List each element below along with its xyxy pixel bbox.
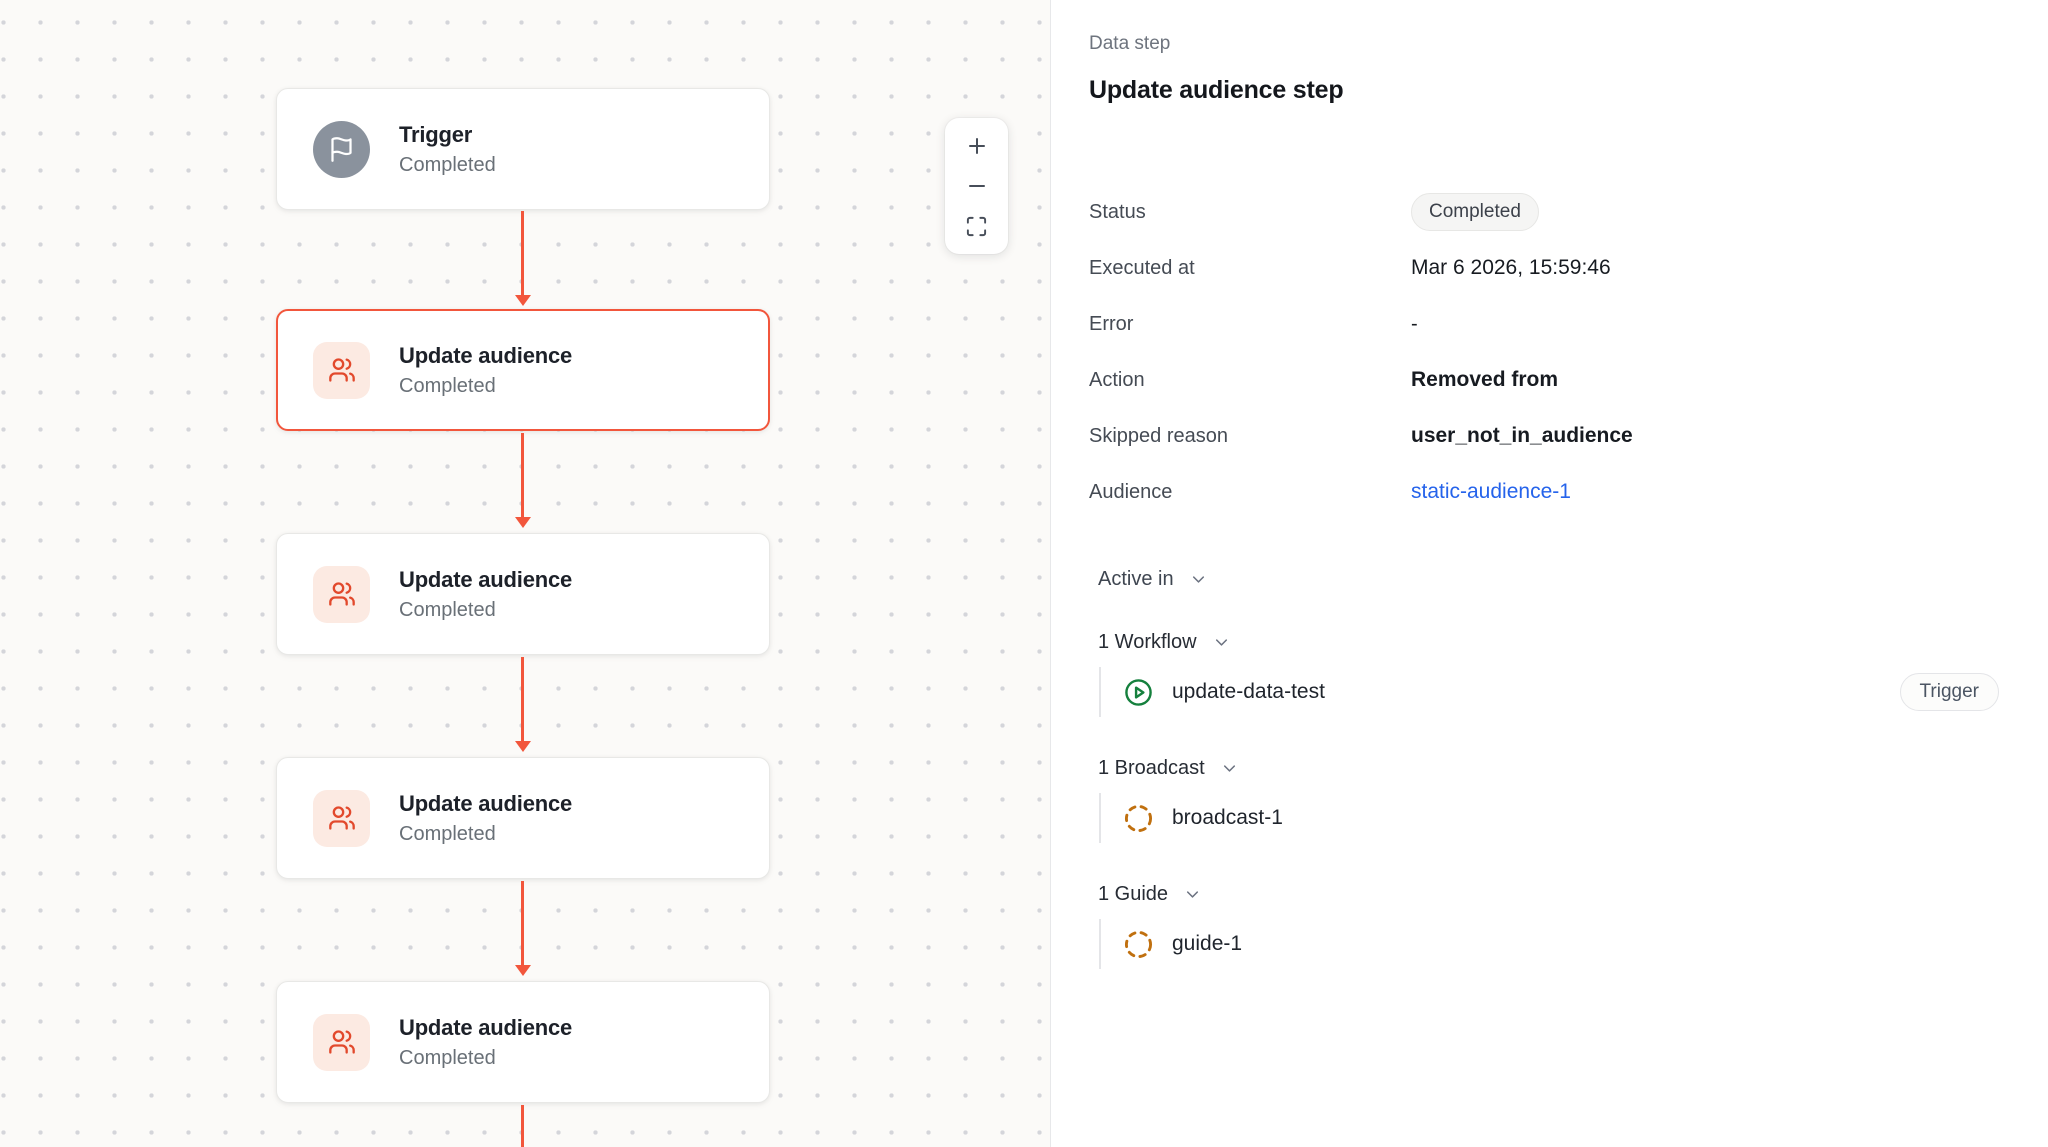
dashed-circle-icon [1124,930,1153,959]
flow-edge-arrow [521,211,524,296]
node-title: Update audience [399,790,573,816]
step-detail-panel: Data step Update audience step Status Co… [1051,0,2048,1147]
field-label: Executed at [1089,256,1195,279]
fit-view-icon [965,215,988,238]
fit-view-button[interactable] [955,208,999,246]
flow-node-update-audience[interactable]: Update audience Completed [276,533,770,655]
list-item-workflow[interactable]: update-data-test Trigger [1099,667,2010,717]
node-status: Completed [399,598,496,621]
zoom-out-button[interactable] [955,167,999,205]
active-in-section: Active in 1 Workflow update-data-test Tr… [1098,568,2010,969]
executed-at-value: Mar 6 2026, 15:59:46 [1411,256,1611,279]
flow-node-update-audience[interactable]: Update audience Completed [276,757,770,879]
node-title: Trigger [399,121,473,147]
error-value: - [1411,312,1418,335]
panel-eyebrow: Data step [1089,33,1171,54]
page-title: Update audience step [1089,76,1344,104]
flow-node-trigger[interactable]: Trigger Completed [276,88,770,210]
plus-icon [965,134,989,158]
flow-node-update-audience[interactable]: Update audience Completed [276,981,770,1103]
field-label: Audience [1089,480,1173,503]
field-row-error: Error - [1089,296,2048,352]
item-name: guide-1 [1172,932,1243,955]
item-name: update-data-test [1172,680,1325,703]
active-in-toggle[interactable]: Active in [1098,568,1208,591]
chevron-down-icon [1212,633,1231,652]
users-icon [313,565,370,623]
group-toggle-guide[interactable]: 1 Guide [1098,883,1202,906]
users-icon [313,341,370,399]
status-badge: Completed [1411,193,1539,231]
zoom-in-button[interactable] [955,127,999,165]
flow-edge-arrow [521,1105,524,1147]
field-row-skipped-reason: Skipped reason user_not_in_audience [1089,408,2048,464]
users-icon [313,789,370,847]
field-row-audience: Audience static-audience-1 [1089,464,2048,520]
list-item-broadcast[interactable]: broadcast-1 [1099,793,2010,843]
field-row-status: Status Completed [1089,184,2048,240]
skipped-reason-value: user_not_in_audience [1411,424,1633,447]
chevron-down-icon [1189,570,1208,589]
node-title: Update audience [399,1014,573,1040]
node-title: Update audience [399,566,573,592]
field-label: Skipped reason [1089,424,1228,447]
flow-edge-arrow [521,881,524,966]
flow-node-update-audience-selected[interactable]: Update audience Completed [276,309,770,431]
group-label: 1 Broadcast [1098,757,1205,779]
active-in-label: Active in [1098,568,1174,590]
list-item-guide[interactable]: guide-1 [1099,919,2010,969]
field-label: Status [1089,200,1146,223]
field-row-executed-at: Executed at Mar 6 2026, 15:59:46 [1089,240,2048,296]
field-label: Action [1089,368,1145,391]
audience-link[interactable]: static-audience-1 [1411,480,1571,503]
field-row-action: Action Removed from [1089,352,2048,408]
group-toggle-workflow[interactable]: 1 Workflow [1098,631,1231,654]
group-label: 1 Guide [1098,883,1169,905]
node-status: Completed [399,1046,496,1069]
node-status: Completed [399,374,496,397]
node-status: Completed [399,153,496,176]
canvas-zoom-controls [945,118,1008,254]
flag-icon [313,120,370,178]
item-name: broadcast-1 [1172,806,1283,829]
chevron-down-icon [1220,759,1239,778]
group-label: 1 Workflow [1098,631,1197,653]
flow-canvas[interactable]: Trigger Completed Update audience Comple… [0,0,1051,1147]
users-icon [313,1013,370,1071]
node-title: Update audience [399,342,573,368]
action-value: Removed from [1411,368,1559,391]
group-toggle-broadcast[interactable]: 1 Broadcast [1098,757,1239,780]
flow-edge-arrow [521,657,524,742]
step-fields: Status Completed Executed at Mar 6 2026,… [1089,184,2048,520]
field-label: Error [1089,312,1134,335]
minus-icon [965,174,989,198]
flow-edge-arrow [521,433,524,518]
trigger-badge: Trigger [1899,673,1999,711]
play-circle-icon [1124,678,1153,707]
node-status: Completed [399,822,496,845]
chevron-down-icon [1183,885,1202,904]
dashed-circle-icon [1124,804,1153,833]
